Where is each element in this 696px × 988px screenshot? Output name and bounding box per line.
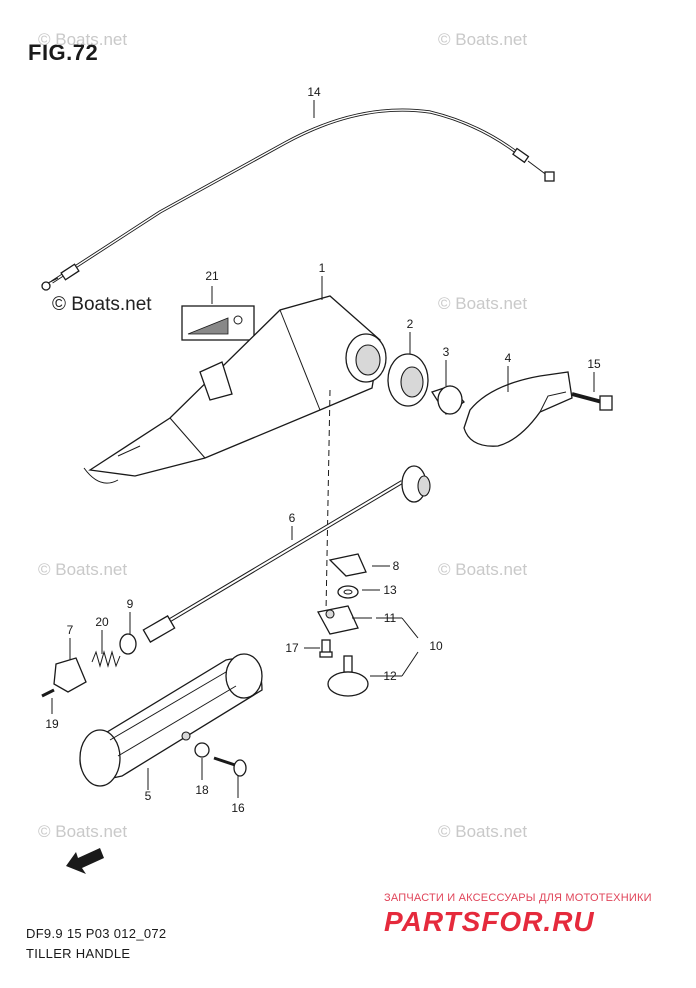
callout-6: 6 [289, 511, 296, 525]
leader-lines [51, 100, 595, 798]
callout-10: 10 [429, 639, 443, 653]
assembly-line [325, 389, 331, 613]
part-4-cover [463, 371, 573, 447]
part-17-screw [319, 639, 333, 658]
watermark: © Boats.net [438, 822, 528, 841]
callout-1: 1 [319, 261, 326, 275]
part-2-bushing [387, 353, 429, 407]
callouts: 1 2 3 4 5 6 7 8 9 10 11 12 13 14 15 16 1… [45, 85, 601, 815]
watermark: © Boats.net [52, 294, 152, 315]
callout-19: 19 [45, 717, 59, 731]
part-14-cable [41, 108, 555, 291]
part-10-bracket [376, 617, 419, 677]
callout-7: 7 [67, 623, 74, 637]
part-20-spring [91, 650, 121, 668]
part-5-grip [79, 653, 263, 787]
callout-16: 16 [231, 801, 245, 815]
callout-5: 5 [145, 789, 152, 803]
callout-18: 18 [195, 783, 209, 797]
callout-2: 2 [407, 317, 414, 331]
callout-15: 15 [587, 357, 601, 371]
promo-tagline: ЗАПЧАСТИ И АКСЕССУАРЫ ДЛЯ МОТОТЕХНИКИ [384, 892, 652, 904]
watermark: © Boats.net [438, 30, 528, 49]
part-1-tiller-body [83, 295, 387, 484]
part-15-bolt [571, 392, 613, 411]
part-12-adjuster [327, 655, 369, 697]
watermark: © Boats.net [38, 822, 128, 841]
forward-arrow-icon [66, 848, 104, 874]
footer-name: TILLER HANDLE [26, 946, 131, 961]
callout-12: 12 [383, 669, 397, 683]
part-13-washer [337, 585, 359, 599]
callout-17: 17 [285, 641, 299, 655]
part-16-screw [213, 756, 247, 777]
figure-title: FIG.72 [28, 40, 99, 65]
part-8-clip [328, 553, 367, 577]
part-18-washer [194, 742, 210, 758]
part-3-collar [431, 385, 465, 415]
callout-11: 11 [384, 611, 397, 625]
part-11-holder [317, 605, 359, 635]
part-7-cam [53, 657, 87, 693]
promo-logo: PARTSFOR.RU [384, 906, 595, 937]
part-9-spacer [119, 633, 137, 655]
callout-4: 4 [505, 351, 512, 365]
watermark: © Boats.net [438, 560, 528, 579]
callout-20: 20 [95, 615, 109, 629]
callout-9: 9 [127, 597, 134, 611]
callout-14: 14 [307, 85, 321, 99]
watermark: © Boats.net [438, 294, 528, 313]
callout-21: 21 [205, 269, 219, 283]
watermark: © Boats.net [38, 560, 128, 579]
callout-3: 3 [443, 345, 450, 359]
callout-8: 8 [393, 559, 400, 573]
part-6-throttle-shaft [142, 465, 431, 643]
callout-13: 13 [383, 583, 397, 597]
part-21-label [181, 286, 255, 341]
part-19-pin [41, 688, 55, 698]
footer-code: DF9.9 15 P03 012_072 [26, 926, 167, 941]
watermark: © Boats.net [38, 30, 128, 49]
